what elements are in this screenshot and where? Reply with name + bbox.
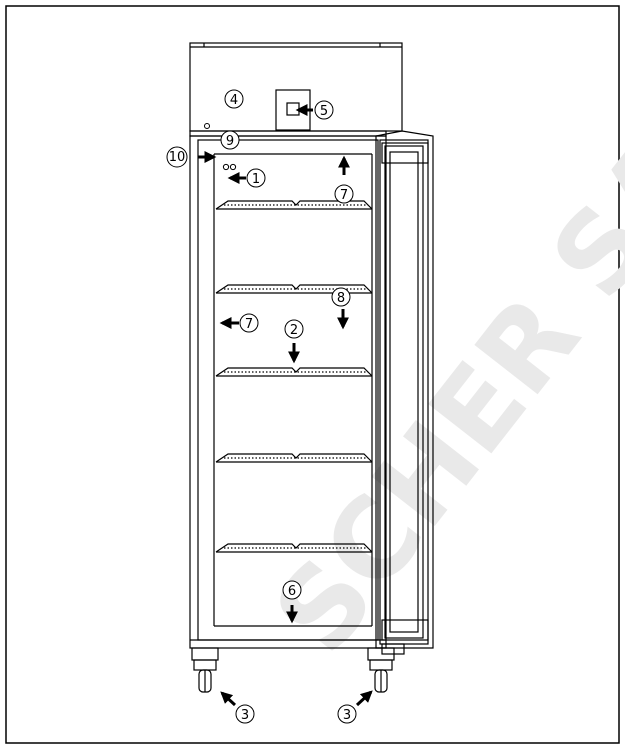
arrow-3-left [220,691,237,707]
callout-6: 6 [282,580,302,600]
svg-text:6: 6 [288,584,296,599]
callout-7-left: 7 [239,313,259,333]
svg-text:4: 4 [230,93,238,108]
svg-text:7: 7 [340,188,348,203]
shelf-5 [215,543,373,553]
callout-3-left: 3 [235,704,255,724]
svg-text:1: 1 [252,172,260,187]
callout-7-top: 7 [334,184,354,204]
svg-text:3: 3 [241,708,249,723]
callout-9: 9 [220,130,240,150]
shelf-4 [215,453,373,463]
svg-text:3: 3 [343,708,351,723]
svg-text:10: 10 [169,150,186,165]
watermark: SCHER SA [250,113,625,676]
svg-text:8: 8 [337,291,345,306]
callout-3-right: 3 [337,704,357,724]
knob-icon [204,123,210,129]
pointer-arrows [198,104,373,707]
svg-text:5: 5 [320,104,328,119]
cabinet-body [189,135,387,649]
svg-text:9: 9 [226,134,234,149]
shelf-1 [215,200,373,210]
callout-10: 10 [166,146,188,168]
castor-left [191,647,219,693]
svg-text:2: 2 [290,323,298,338]
castor-right [367,647,395,693]
callout-8: 8 [331,287,351,307]
connector-icon [222,163,237,171]
arrow-3-right [355,690,373,707]
callouts: 4 5 9 10 1 7 8 7 [166,89,357,724]
callout-1: 1 [246,168,266,188]
callout-2: 2 [284,319,304,339]
callout-5: 5 [314,100,334,120]
door [375,130,434,655]
svg-text:7: 7 [245,317,253,332]
shelf-3 [215,367,373,377]
callout-4: 4 [224,89,244,109]
outer-border [5,5,620,744]
